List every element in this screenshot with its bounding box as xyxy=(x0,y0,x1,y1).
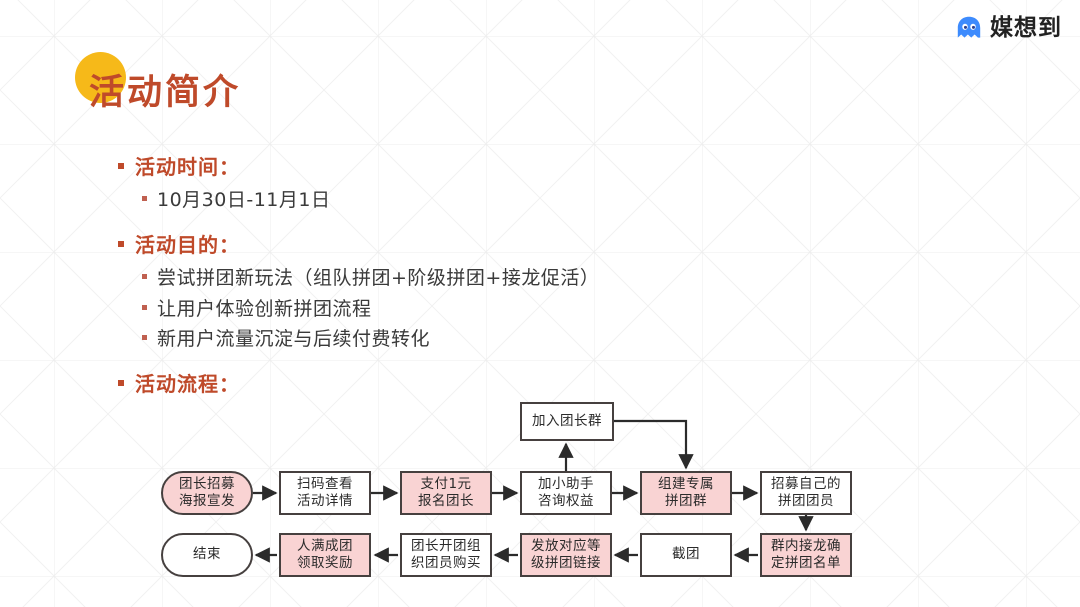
title-label: 活动简介 xyxy=(89,73,242,113)
bullet-square-icon xyxy=(142,273,147,279)
bullet-square-icon xyxy=(142,196,147,201)
flow-node-pay: 支付1元报名团长 xyxy=(400,471,492,515)
flow-node-line: 级拼团链接 xyxy=(531,555,601,571)
flow-node-confirm_list: 群内接龙确定拼团名单 xyxy=(760,533,852,577)
flow-node-scan: 扫码查看活动详情 xyxy=(279,471,371,515)
flow-node-line: 发放对应等 xyxy=(531,537,601,554)
flow-node-reward: 人满成团领取奖励 xyxy=(279,533,371,577)
flow-node-line: 支付1元 xyxy=(420,475,472,492)
bullet-square-icon xyxy=(118,380,124,387)
flow-node-line: 领取奖励 xyxy=(297,555,353,571)
flow-node-line: 结束 xyxy=(193,546,221,563)
list-item-label: 尝试拼团新玩法（组队拼团+阶级拼团+接龙促活） xyxy=(157,266,600,289)
flow-node-line: 组建专属 xyxy=(658,475,714,492)
flow-node-line: 织团员购买 xyxy=(411,555,481,571)
flow-node-assistant: 加小助手咨询权益 xyxy=(520,471,612,515)
flow-node-line: 团长开团组 xyxy=(411,537,481,554)
flow-node-line: 招募自己的 xyxy=(771,475,841,492)
group-heading-label: 活动流程： xyxy=(135,372,240,397)
page-title: 活动简介 xyxy=(75,48,238,113)
bullet-square-icon xyxy=(142,335,147,341)
flow-node-line: 报名团长 xyxy=(418,493,474,509)
flow-node-line: 咨询权益 xyxy=(538,493,594,509)
list-item-label: 让用户体验创新拼团流程 xyxy=(157,297,372,320)
group-heading: 活动流程： xyxy=(118,369,878,400)
ghost-icon xyxy=(957,16,981,38)
list-item-label: 新用户流量沉淀与后续付费转化 xyxy=(157,328,431,351)
flow-node-line: 人满成团 xyxy=(297,537,353,554)
flow-node-line: 定拼团名单 xyxy=(771,555,841,571)
content-list: 活动时间： 10月30日-11月1日活动目的： 尝试拼团新玩法（组队拼团+阶级拼团+… xyxy=(118,152,878,414)
content-group: 活动时间： 10月30日-11月1日 xyxy=(118,152,878,216)
flow-node-build_group: 组建专属拼团群 xyxy=(640,471,732,515)
flow-node-recruit: 招募自己的拼团团员 xyxy=(760,471,852,515)
list-item: 让用户体验创新拼团流程 xyxy=(142,294,878,325)
flow-node-line: 扫码查看 xyxy=(297,475,353,492)
flow-node-send_link: 发放对应等级拼团链接 xyxy=(520,533,612,577)
list-item: 10月30日-11月1日 xyxy=(142,185,878,216)
brand-logo: 媒想到 xyxy=(955,16,1062,40)
flow-node-leader_buy: 团长开团组织团员购买 xyxy=(400,533,492,577)
flow-node-line: 加入团长群 xyxy=(532,412,602,429)
flow-node-line: 海报宣发 xyxy=(179,493,235,509)
bullet-square-icon xyxy=(118,163,124,169)
flow-node-line: 截团 xyxy=(672,546,700,563)
bullet-square-icon xyxy=(142,304,147,310)
content-group: 活动流程： xyxy=(118,369,878,400)
group-heading: 活动目的： xyxy=(118,230,878,261)
list-item: 尝试拼团新玩法（组队拼团+阶级拼团+接龙促活） xyxy=(142,263,878,294)
flow-node-line: 拼团群 xyxy=(665,493,707,509)
flow-node-line: 拼团团员 xyxy=(778,493,834,509)
flow-node-start: 团长招募海报宣发 xyxy=(161,471,253,515)
group-heading: 活动时间： xyxy=(118,152,878,183)
bullet-square-icon xyxy=(118,240,124,247)
flow-node-line: 群内接龙确 xyxy=(771,537,841,554)
flow-node-close: 截团 xyxy=(640,533,732,577)
flow-node-end: 结束 xyxy=(161,533,253,577)
flow-node-line: 活动详情 xyxy=(297,493,353,509)
group-heading-label: 活动时间： xyxy=(135,155,240,179)
content-group: 活动目的： 尝试拼团新玩法（组队拼团+阶级拼团+接龙促活） 让用户体验创新拼团流程新… xyxy=(118,230,878,355)
list-item: 新用户流量沉淀与后续付费转化 xyxy=(142,324,878,355)
list-item-label: 10月30日-11月1日 xyxy=(157,189,331,211)
flow-node-line: 加小助手 xyxy=(538,475,594,492)
group-heading-label: 活动目的： xyxy=(135,232,240,257)
flow-node-line: 团长招募 xyxy=(179,475,235,492)
brand-name: 媒想到 xyxy=(990,14,1062,41)
